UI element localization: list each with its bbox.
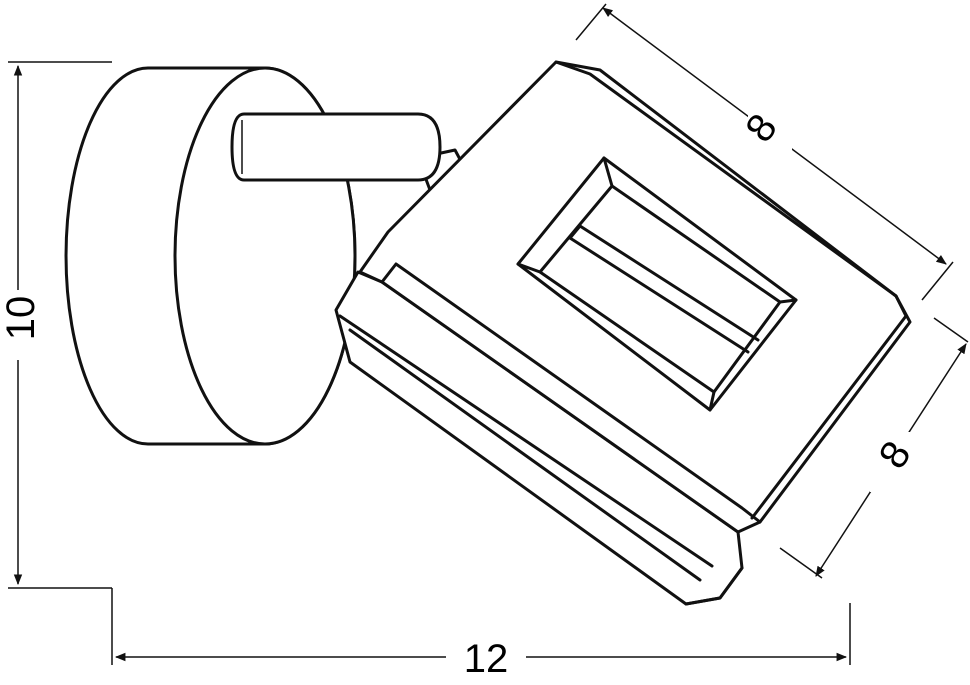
opening-corner-1 — [516, 262, 542, 274]
shade-back-bevel — [554, 60, 898, 298]
height-label-gap — [0, 290, 36, 360]
arm-rod — [230, 112, 442, 182]
shade-right-extension-bottom — [779, 547, 823, 579]
opening-corner-2 — [602, 156, 614, 188]
width-dimension: 12 — [111, 588, 851, 681]
shade-right-label-gap — [870, 432, 920, 492]
opening-corner-4 — [708, 390, 716, 412]
width-label-gap — [446, 634, 526, 678]
square-shade — [334, 60, 912, 606]
shade-top-bevel — [380, 262, 762, 524]
shade-band-line-1 — [348, 328, 702, 582]
shade-top-extension-left — [575, 3, 607, 41]
width-label: 12 — [464, 637, 509, 681]
shade-top-label-gap — [748, 106, 792, 162]
shade-opening — [516, 156, 798, 412]
shade-band-line-2 — [338, 314, 714, 568]
shade-right-dimension: 8 — [779, 317, 969, 579]
shade-right-extension-top — [933, 317, 969, 343]
opening-corner-3 — [778, 298, 798, 304]
opening-bulb-line-1 — [568, 236, 750, 354]
height-dimension: 10 — [0, 61, 112, 589]
connecting-arm — [230, 112, 472, 192]
shade-top-extension-right — [921, 261, 954, 301]
opening-bulb-end — [568, 224, 582, 240]
shade-band-line-3 — [684, 566, 744, 606]
opening-bulb-line-2 — [578, 224, 760, 342]
height-label: 10 — [0, 296, 43, 341]
shade-right-bevel — [750, 294, 908, 520]
